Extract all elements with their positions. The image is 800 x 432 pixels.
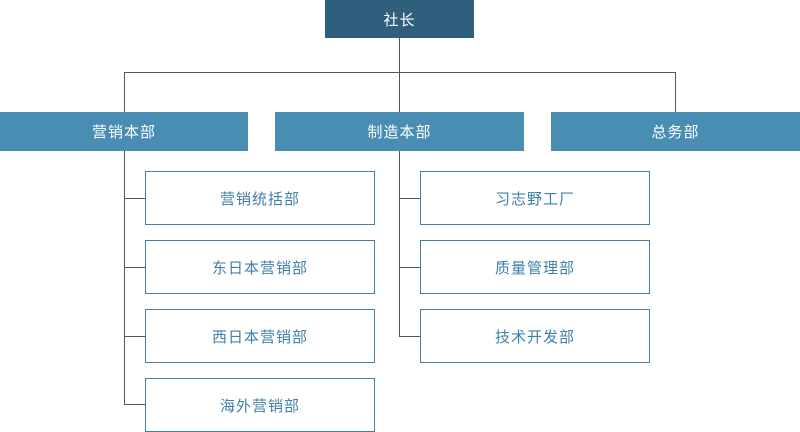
- department-box-sales-2: 东日本营销部: [145, 240, 375, 294]
- connector-top-vertical: [399, 38, 400, 72]
- division-box-sales: 营销本部: [0, 112, 248, 151]
- connector-dept-2-2: [399, 267, 420, 268]
- connector-dept-1-1: [124, 198, 145, 199]
- connector-division-2-drop: [399, 72, 400, 112]
- department-box-manufacturing-1: 习志野工厂: [420, 171, 650, 225]
- connector-division-1-spine: [124, 151, 125, 404]
- connector-division-1-drop: [124, 72, 125, 112]
- department-box-manufacturing-2: 质量管理部: [420, 240, 650, 294]
- connector-dept-2-3: [399, 336, 420, 337]
- department-box-sales-1: 营销统括部: [145, 171, 375, 225]
- department-box-sales-3: 西日本营销部: [145, 309, 375, 363]
- president-box: 社长: [325, 0, 474, 38]
- department-box-manufacturing-3: 技术开发部: [420, 309, 650, 363]
- division-box-manufacturing: 制造本部: [275, 112, 524, 151]
- connector-dept-1-3: [124, 336, 145, 337]
- connector-dept-2-1: [399, 198, 420, 199]
- connector-division-2-spine: [399, 151, 400, 336]
- connector-horizontal-bus: [124, 72, 676, 73]
- connector-dept-1-2: [124, 267, 145, 268]
- division-box-general-affairs: 总务部: [551, 112, 800, 151]
- connector-division-3-drop: [675, 72, 676, 112]
- connector-dept-1-4: [124, 404, 145, 405]
- department-box-sales-4: 海外营销部: [145, 378, 375, 432]
